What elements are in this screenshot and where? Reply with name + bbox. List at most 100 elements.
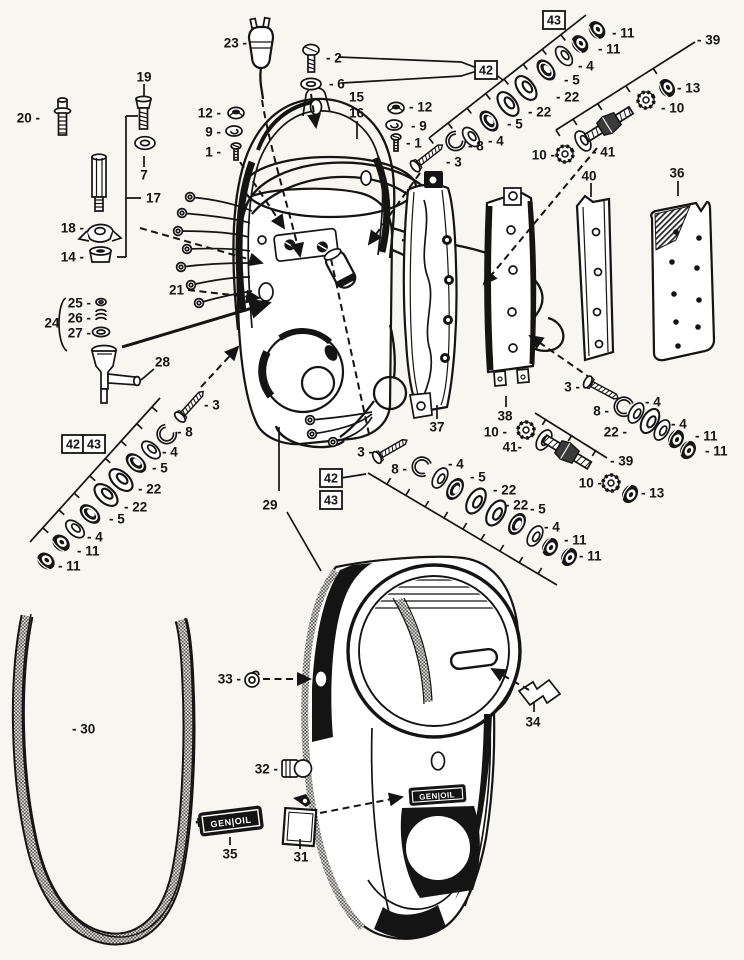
hardware-chain-middle: [370, 433, 581, 570]
standoff-17: [91, 153, 107, 212]
part-label: 10 -: [532, 148, 555, 163]
instrument-cover-strap-15-16: [232, 86, 396, 331]
svg-text:42: 42: [66, 438, 80, 452]
part-label: 10 -: [484, 425, 507, 440]
part-label: 34: [525, 715, 541, 730]
trim-welt-30: [18, 614, 193, 939]
part-label: 9 -: [205, 125, 221, 140]
boxed-label: 43: [319, 490, 343, 510]
part-label: - 41: [592, 145, 616, 160]
part-label: - 22: [505, 498, 528, 513]
strip-terminals: [440, 235, 454, 363]
part-label: 28: [155, 355, 171, 370]
part-label: - 4: [544, 520, 560, 535]
part-label: - 11: [612, 26, 635, 41]
grommet-33: [244, 670, 260, 688]
part-label: - 11: [579, 549, 602, 564]
part-label: 29: [262, 498, 277, 513]
part-label: - 4: [645, 395, 661, 410]
part-label: 3 -: [564, 380, 580, 395]
part-label: 8 -: [593, 404, 609, 419]
boxed-label: 42: [61, 434, 85, 454]
harness-left-terminals: [172, 191, 253, 309]
part-label: - 6: [329, 77, 345, 92]
part-label: - 1: [406, 136, 422, 151]
part-label: 23 -: [224, 36, 247, 51]
part-label: 24: [44, 316, 60, 331]
channel-plate-38: [484, 187, 537, 407]
panel-emblem-text: GEN|OIL: [419, 790, 455, 801]
nut-14: [88, 246, 113, 263]
dash-small-hole: [430, 751, 446, 771]
part-label: 1 -: [205, 145, 221, 160]
chain-brackets: [29, 14, 696, 586]
part-label: 38: [497, 409, 513, 424]
part-label: 15: [349, 90, 365, 105]
part-label: - 11: [58, 559, 81, 574]
trip-reset-slot: [449, 647, 499, 671]
part-label: 3 -: [357, 445, 373, 460]
bracket-24: [58, 297, 68, 352]
lens-31: [281, 794, 318, 849]
washer-9-left: [225, 125, 243, 137]
part-label: - 22: [528, 105, 551, 120]
part-label: - 39: [697, 33, 720, 48]
svg-text:42: 42: [479, 64, 493, 78]
part-label: 8 -: [391, 462, 407, 477]
stud-20: [53, 97, 72, 136]
palnut-12-right: [387, 101, 405, 115]
switch-24-group: [58, 297, 155, 404]
boxed-label: 43: [542, 10, 566, 30]
bracket-17-group: [117, 115, 141, 258]
part-label: - 9: [411, 119, 427, 134]
harness-bottom-terminals: [304, 324, 408, 448]
part-label: 7: [140, 168, 148, 183]
part-label: 19: [136, 70, 151, 85]
part-label: - 3: [446, 155, 462, 170]
screw-2: [302, 43, 320, 73]
insulator-panel-36: [650, 181, 716, 362]
backing-plate-40: [575, 183, 615, 362]
rivet-dots: [669, 229, 702, 349]
boxed-label: 42: [474, 60, 498, 80]
part-label: - 2: [326, 51, 342, 66]
dash-lamp-hole: [314, 669, 328, 688]
part-label: 17: [146, 191, 161, 206]
boxed-label: 43: [82, 434, 106, 454]
part-label: - 11: [705, 444, 728, 459]
part-label: - 8: [177, 425, 193, 440]
part-label: - 5: [530, 502, 546, 517]
part-label: 16: [349, 106, 365, 121]
hardware-chain-left: [33, 386, 209, 574]
part-label: - 3: [204, 398, 220, 413]
speedometer-face-hint: [365, 579, 505, 705]
nameplate-on-panel: GEN|OIL: [408, 784, 467, 806]
part-label: 12 -: [198, 106, 221, 121]
dash-cover-29: GEN|OIL: [301, 555, 522, 940]
washer-6: [300, 77, 322, 91]
boxed-label: 42: [319, 468, 343, 488]
part-label: 21: [169, 283, 185, 298]
clamp-18: [77, 223, 123, 243]
ignition-switch-body: [258, 328, 345, 414]
part-label: 10 -: [579, 476, 602, 491]
part-label: 14 -: [61, 250, 84, 265]
part-label: - 4: [448, 457, 464, 472]
screw-1-left: [230, 142, 242, 161]
part-label: - 4: [87, 530, 103, 545]
cover-side-hole: [360, 170, 372, 186]
part-label: - 5: [152, 461, 168, 476]
part-label: - 12: [409, 100, 432, 115]
part-label: 33 -: [218, 672, 241, 687]
part-label: - 39: [610, 454, 633, 469]
svg-text:43: 43: [547, 14, 561, 28]
part-label: 20 -: [17, 111, 40, 126]
part-label: - 11: [598, 42, 621, 57]
part-label: 36: [669, 166, 685, 181]
part-label: - 22: [556, 90, 579, 105]
washer-7: [134, 135, 156, 167]
leader-lines: [121, 56, 598, 572]
nameplate-35: GEN|OIL: [195, 805, 264, 837]
